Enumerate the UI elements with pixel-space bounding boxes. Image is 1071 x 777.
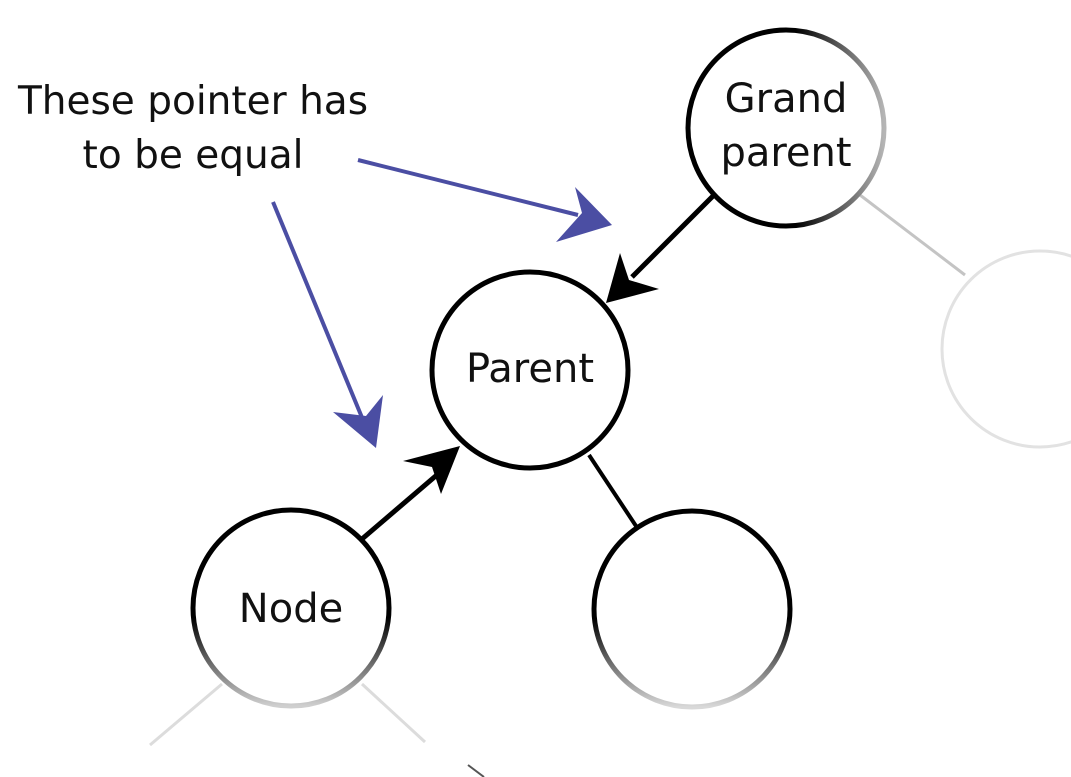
uncle-node bbox=[940, 249, 1071, 449]
annotation-text-line1: These pointer has bbox=[17, 79, 368, 124]
annotation-arrow-to-node-pointer bbox=[271, 201, 365, 421]
annotation-arrow-to-grandparent-pointer bbox=[357, 158, 579, 217]
annotation-text-line2: to be equal bbox=[83, 133, 304, 178]
edge-grandparent-to-uncle bbox=[859, 193, 966, 277]
node-node bbox=[190, 507, 392, 709]
edge-parent-to-sibling bbox=[587, 453, 638, 528]
parent-label: Parent bbox=[466, 346, 594, 392]
edge-node-to-left-child bbox=[149, 682, 223, 747]
grandparent-label-line2: parent bbox=[720, 130, 851, 176]
pointer-node-to-parent bbox=[360, 472, 440, 541]
annotation-arrowhead-1 bbox=[556, 187, 612, 242]
node-label: Node bbox=[239, 586, 343, 632]
annotation-arrowhead-2 bbox=[333, 395, 383, 448]
sibling-node bbox=[591, 508, 793, 710]
faded-fragment-mark bbox=[467, 764, 485, 777]
pointer-arrowhead-parent bbox=[606, 253, 659, 303]
parent-node bbox=[429, 269, 631, 471]
grandparent-node bbox=[685, 27, 887, 229]
pointer-arrowhead-node bbox=[403, 446, 460, 494]
grandparent-label-line1: Grand bbox=[725, 76, 848, 122]
edge-node-to-right-child bbox=[360, 682, 427, 744]
pointer-grandparent-to-parent bbox=[630, 193, 716, 279]
